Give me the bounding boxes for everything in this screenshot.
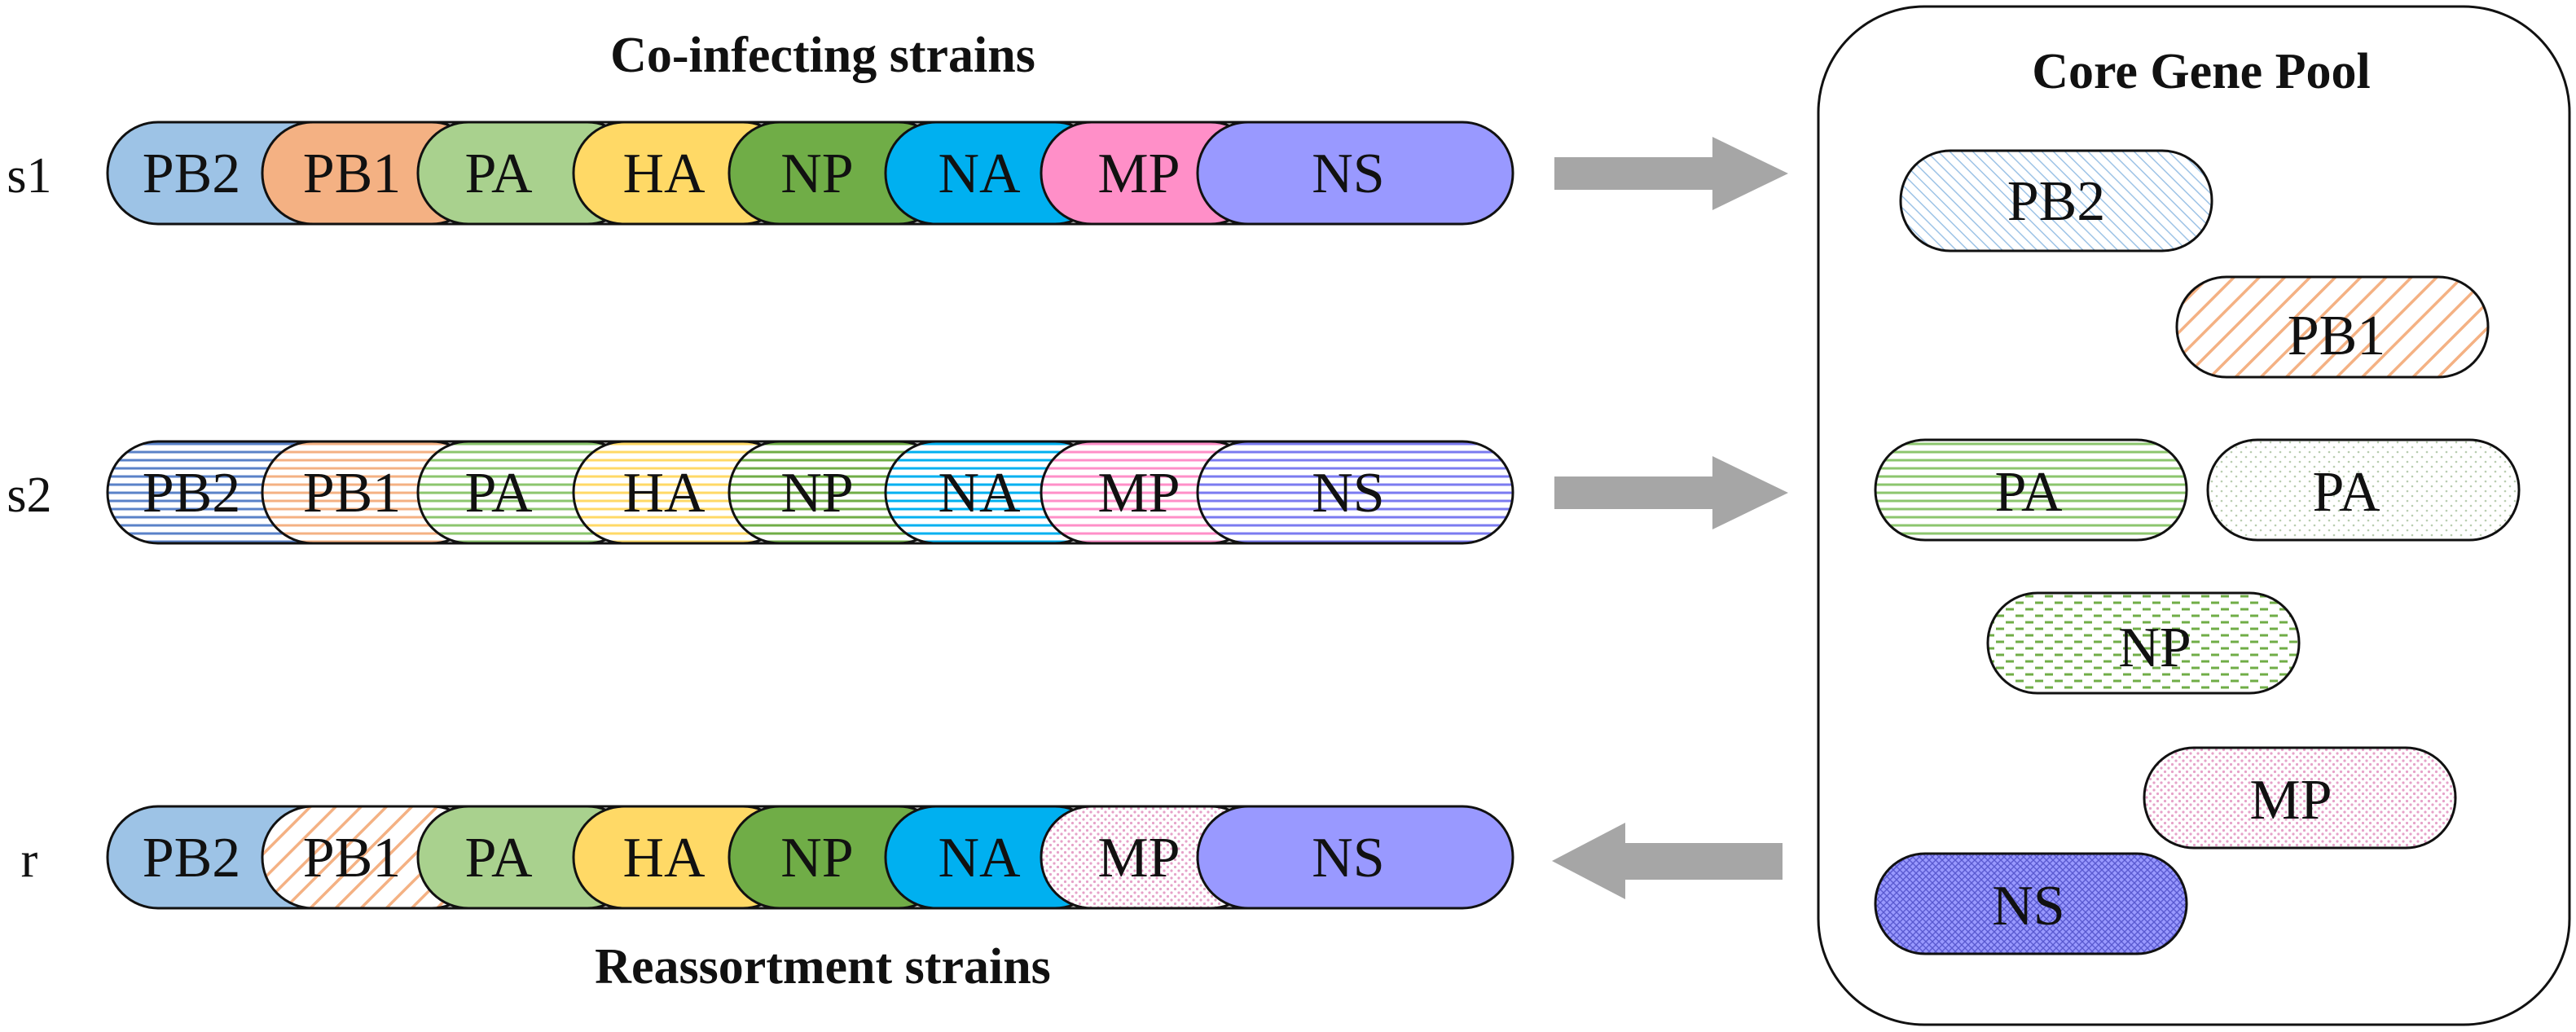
pool-gene-label: PB2 (2007, 170, 2106, 233)
pool-gene-np (1986, 591, 2301, 695)
strain-s2: PB2 PB1 PA HA NP NA MP NS (106, 440, 1514, 545)
pool-gene-pa (2206, 438, 2521, 542)
segment-ns (1196, 806, 1513, 908)
segment-ns (1196, 441, 1513, 543)
arrow-right-icon (1554, 456, 1788, 529)
strain-r: PB2 PB1 PA HA NP NA MP NS (106, 805, 1514, 910)
pool-gene-pb2 (1899, 149, 2213, 253)
segment-label: PB2 (143, 827, 241, 889)
pool-gene-label: PA (1994, 461, 2063, 524)
row-label-s2: s2 (7, 468, 51, 523)
segment-label: MP (1097, 462, 1180, 525)
segment-label: HA (622, 827, 706, 889)
strain-outline (106, 121, 1514, 226)
segment-label: NA (938, 143, 1021, 205)
pool-gene-label: PA (2312, 461, 2380, 524)
segment-label: PA (464, 462, 533, 525)
segment-label: MP (1097, 827, 1180, 889)
row-label-r: r (21, 832, 38, 888)
segment-label: MP (1097, 143, 1180, 205)
row-label-s1: s1 (7, 148, 51, 204)
segment-label: NP (780, 143, 853, 205)
segment-label: NP (780, 827, 853, 889)
pool-gene-ns (1874, 852, 2188, 955)
segment-label: NS (1312, 462, 1384, 525)
segment-label: NA (938, 462, 1021, 525)
segment-label: PB2 (143, 143, 241, 205)
segment-label: PB1 (303, 827, 402, 889)
segment-label: PB2 (143, 462, 241, 525)
segment-label: HA (622, 143, 706, 205)
pool-gene-label: NP (2118, 617, 2191, 679)
segment-label: PA (464, 143, 533, 205)
strain-s1: PB2 PB1 PA HA NP NA MP NS (106, 121, 1514, 226)
pool-gene-label: PB1 (2288, 305, 2386, 367)
segment-label: NS (1312, 143, 1384, 205)
pool-gene-pb1 (2175, 275, 2490, 379)
core-gene-pool: Core Gene Pool PB2 PB1 PA PA NP MP NS (1817, 5, 2571, 1026)
segment-label: PB1 (303, 143, 402, 205)
pool-gene-label: MP (2249, 769, 2332, 832)
pool-title: Core Gene Pool (2032, 44, 2371, 99)
pool-gene-label: NS (1992, 875, 2064, 938)
segment-label: PA (464, 827, 533, 889)
top-caption: Co-infecting strains (610, 28, 1035, 83)
segment-label: NA (938, 827, 1021, 889)
segment-label: HA (622, 462, 706, 525)
pool-gene-pa (1874, 438, 2188, 542)
segment-label: PB1 (303, 462, 402, 525)
bottom-caption: Reassortment strains (595, 939, 1051, 995)
arrow-right-icon (1554, 137, 1788, 210)
segment-label: NS (1312, 827, 1384, 889)
arrow-left-icon (1552, 823, 1783, 899)
segment-label: NP (780, 462, 853, 525)
strain-outline (106, 440, 1514, 545)
pool-gene-mp (2143, 746, 2457, 850)
segment-ns (1196, 122, 1513, 224)
strain-outline (106, 805, 1514, 910)
